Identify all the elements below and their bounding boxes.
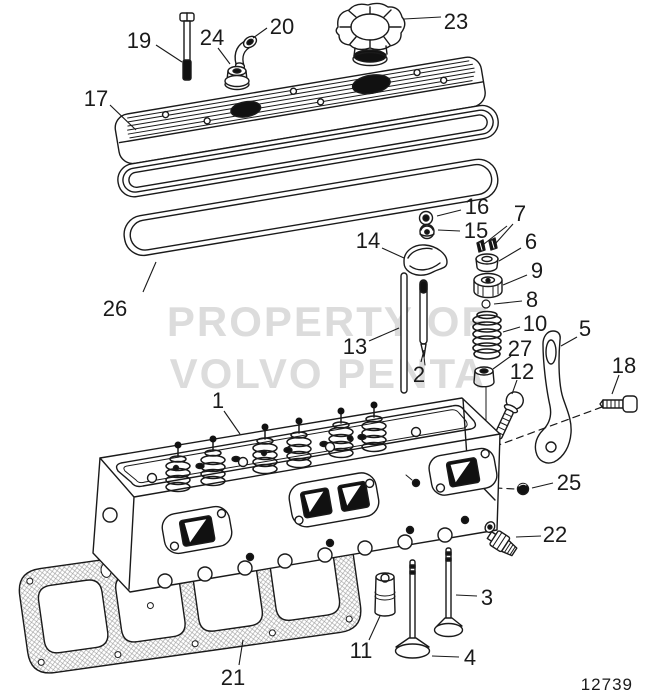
watermark: PROPERTY OF VOLVO PENTA — [167, 298, 489, 397]
callout-label-24: 24 — [200, 25, 224, 50]
callout-leader-23 — [403, 16, 442, 20]
callout-label-1: 1 — [212, 388, 224, 413]
rocker-pivot-part — [419, 223, 435, 240]
callout-label-26: 26 — [103, 296, 127, 321]
callout-label-20: 20 — [270, 14, 294, 39]
watermark-line1: PROPERTY OF — [167, 298, 489, 345]
callout-label-12: 12 — [510, 359, 534, 384]
plug-part — [405, 474, 530, 496]
callout-label-23: 23 — [444, 9, 468, 34]
valve-cover-gasket-part — [123, 158, 499, 257]
callout-label-8: 8 — [526, 287, 538, 312]
elbow-fitting-part — [234, 35, 258, 70]
push-rod-part — [400, 272, 408, 394]
callout-leader-17 — [109, 104, 137, 131]
callout-label-4: 4 — [464, 645, 476, 670]
callout-leader-20 — [252, 27, 268, 39]
callout-label-11: 11 — [350, 638, 373, 663]
rocker-nut-part — [418, 210, 434, 226]
callout-leader-6 — [498, 247, 522, 262]
spring-cap-part — [473, 272, 503, 299]
valve-cover-part — [114, 56, 499, 198]
drawing-number: 12739 — [581, 675, 633, 694]
callout-leader-16 — [436, 209, 462, 217]
callout-label-25: 25 — [557, 470, 581, 495]
callout-label-9: 9 — [531, 258, 543, 283]
callout-leader-10 — [502, 326, 521, 333]
callout-leader-7 — [483, 225, 508, 245]
callout-label-7: 7 — [514, 201, 526, 226]
callout-label-14: 14 — [356, 228, 380, 253]
callout-label-17: 17 — [84, 86, 108, 111]
cover-bolt-part — [179, 12, 195, 81]
callout-label-27: 27 — [508, 336, 532, 361]
valve-spring-part — [472, 310, 502, 360]
callout-leader-15 — [437, 229, 461, 232]
callout-label-22: 22 — [543, 522, 567, 547]
callout-label-19: 19 — [127, 28, 151, 53]
callout-label-15: 15 — [464, 218, 488, 243]
callout-leader-7 — [495, 223, 514, 244]
valve-lifter-part — [374, 572, 396, 617]
lifting-bracket-part — [534, 330, 572, 464]
callout-leader-25 — [531, 482, 554, 489]
callout-label-5: 5 — [579, 316, 591, 341]
bracket-bolt-part — [599, 395, 638, 413]
callout-label-2: 2 — [413, 362, 425, 387]
callout-label-18: 18 — [612, 353, 636, 378]
callout-label-10: 10 — [523, 311, 547, 336]
callout-leader-18 — [611, 374, 620, 395]
callout-leader-26 — [142, 261, 157, 293]
callout-label-21: 21 — [221, 665, 245, 690]
callout-leader-21 — [238, 639, 244, 666]
callout-leader-11 — [368, 615, 381, 641]
callout-leader-2 — [420, 349, 425, 363]
head-bolt-part — [493, 391, 524, 440]
watermark-line2: VOLVO PENTA — [170, 350, 487, 397]
callout-leader-27 — [492, 355, 512, 370]
callout-label-6: 6 — [525, 229, 537, 254]
valve-intake-part — [394, 559, 431, 659]
spring-retainer-part — [475, 253, 499, 273]
valve-keepers-part — [476, 237, 498, 253]
callout-leader-22 — [515, 535, 542, 538]
callout-label-16: 16 — [465, 194, 489, 219]
callout-label-13: 13 — [343, 334, 367, 359]
callout-leader-12 — [511, 379, 518, 395]
temp-sender-part — [484, 521, 518, 557]
callout-leader-24 — [217, 47, 231, 65]
valve-exhaust-part — [433, 547, 464, 638]
callout-leader-5 — [560, 336, 578, 347]
push-rod-short-part — [419, 279, 428, 366]
callout-leader-19 — [155, 44, 183, 63]
callout-leader-8 — [493, 300, 523, 305]
callout-leader-4 — [431, 655, 460, 658]
oil-filler-cap-part — [335, 2, 406, 67]
callout-leader-3 — [455, 594, 478, 597]
callout-label-3: 3 — [481, 585, 493, 610]
grommet-part — [224, 65, 250, 91]
callout-leader-14 — [381, 247, 405, 259]
rocker-arm-part — [403, 244, 448, 276]
callout-leader-13 — [368, 327, 400, 342]
shim-ring-part — [481, 299, 491, 309]
callout-leader-9 — [502, 274, 528, 286]
cylinder-head-part — [92, 397, 501, 593]
callout-leader-1 — [223, 410, 241, 435]
